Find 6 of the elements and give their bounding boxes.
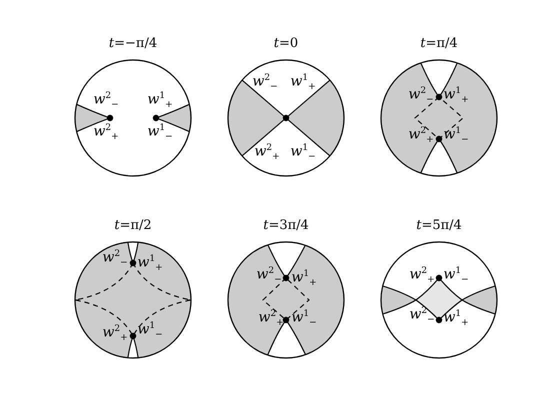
panel-title: t=0 xyxy=(274,36,298,51)
panel-title: t=−π/4 xyxy=(108,36,158,51)
panel-title: t=π/4 xyxy=(420,36,458,51)
panel-title: t=3π/4 xyxy=(263,218,309,233)
panel-title: t=π/2 xyxy=(114,218,152,233)
panel-title: t=5π/4 xyxy=(416,218,462,233)
